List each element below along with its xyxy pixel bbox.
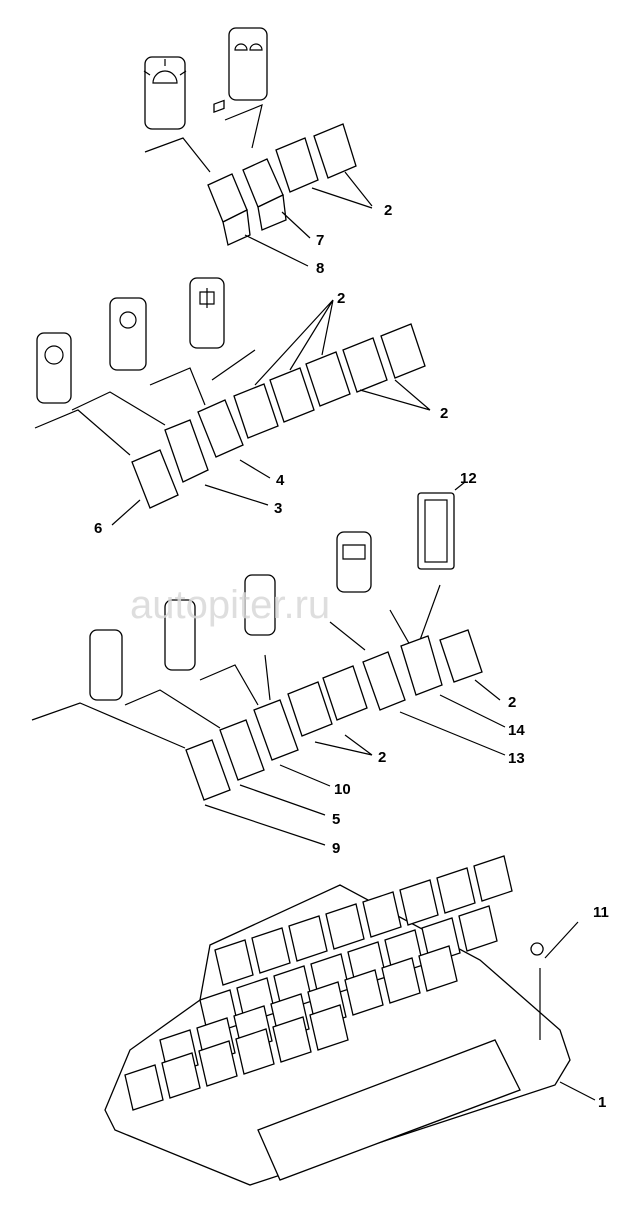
panel-switch <box>235 1028 275 1075</box>
top-switch-group: 2 7 8 <box>143 27 392 277</box>
callout-11: 11 <box>593 904 609 921</box>
switch-panel: 11 1 <box>104 855 609 1186</box>
blank-switch <box>380 323 426 379</box>
panel-switch <box>458 905 498 952</box>
screw-11 <box>530 942 544 956</box>
callout-2: 2 <box>337 290 345 307</box>
panel-switch <box>251 927 291 974</box>
callout-4: 4 <box>276 472 285 489</box>
blank-switch <box>233 383 279 439</box>
panel-switch <box>362 891 402 938</box>
callout-8: 8 <box>316 260 324 277</box>
blank-switch <box>439 629 483 683</box>
lower-switch-group: 12 2 14 13 2 10 5 9 <box>31 470 525 857</box>
panel-switch <box>418 945 458 992</box>
switch-13 <box>362 651 406 711</box>
switch-14 <box>400 635 443 696</box>
switch-4 <box>197 399 244 458</box>
callout-12: 12 <box>460 470 477 487</box>
work-light-icon <box>144 56 186 130</box>
leader-lines <box>144 104 263 173</box>
panel-switch <box>325 903 365 950</box>
panel-switch <box>161 1052 201 1099</box>
callout-leaders <box>539 921 596 1101</box>
callout-10: 10 <box>334 781 351 798</box>
blank-switch <box>313 123 357 179</box>
auto-light-symbol <box>119 311 137 329</box>
panel-switch <box>124 1064 164 1111</box>
blank-switch <box>322 665 368 721</box>
panel-switch <box>309 1004 349 1051</box>
leader-lines <box>34 349 256 456</box>
panel-switch <box>473 855 513 902</box>
panel-switch <box>399 879 439 926</box>
middle-switch-group: 2 2 4 3 6 <box>34 277 448 537</box>
work-light-symbol <box>143 59 187 84</box>
wiper-icon <box>336 531 372 593</box>
panel-switch <box>381 957 421 1004</box>
callout-1: 1 <box>598 1094 606 1111</box>
callout-leaders <box>244 171 373 267</box>
callout-leaders <box>204 679 506 846</box>
panel-switch <box>344 969 384 1016</box>
lights-pair-symbol <box>234 43 263 51</box>
callout-2: 2 <box>384 202 392 219</box>
panel-switch-array <box>124 855 513 1111</box>
callout-6: 6 <box>94 520 102 537</box>
callout-2: 2 <box>440 405 448 422</box>
panel-switch <box>288 915 328 962</box>
callout-9: 9 <box>332 840 340 857</box>
switch-8 <box>207 99 251 246</box>
callout-2: 2 <box>378 749 386 766</box>
blank-switch <box>305 351 351 407</box>
panel-switch <box>214 939 254 986</box>
diff-lock-symbol <box>199 288 215 308</box>
panel-switch <box>272 1016 312 1063</box>
blank-switch <box>342 337 388 393</box>
panel-switch <box>198 1040 238 1087</box>
leader-lines <box>31 481 466 749</box>
diff-lock-icon <box>189 277 225 349</box>
blank-switch <box>287 681 333 737</box>
callout-leaders <box>111 299 431 526</box>
switch-9 <box>185 739 231 801</box>
beacon-icon <box>36 332 72 404</box>
switch-10 <box>253 699 299 761</box>
switch-6 <box>131 449 179 509</box>
callout-14: 14 <box>508 722 525 739</box>
blank-switch <box>275 137 319 193</box>
blank-switch <box>269 367 315 423</box>
switch-5 <box>219 719 265 781</box>
tilt-icon <box>244 574 276 636</box>
blank-cover-icon <box>417 492 455 570</box>
panel-display-window <box>257 1039 521 1181</box>
boom-up-icon <box>89 629 123 701</box>
watermark: autopiter.ru <box>130 583 330 627</box>
cover-inner <box>424 499 448 563</box>
auto-light-icon <box>109 297 147 371</box>
switch-7 <box>242 158 287 231</box>
boom-float-icon <box>164 599 196 671</box>
callout-13: 13 <box>508 750 525 767</box>
callout-7: 7 <box>316 232 324 249</box>
callout-2: 2 <box>508 694 516 711</box>
wiper-symbol <box>342 544 366 560</box>
beacon-symbol <box>44 345 64 365</box>
callout-3: 3 <box>274 500 282 517</box>
callout-5: 5 <box>332 811 340 828</box>
panel-switch <box>436 867 476 914</box>
work-lights-pair-icon <box>228 27 268 101</box>
switch-3 <box>164 419 209 483</box>
